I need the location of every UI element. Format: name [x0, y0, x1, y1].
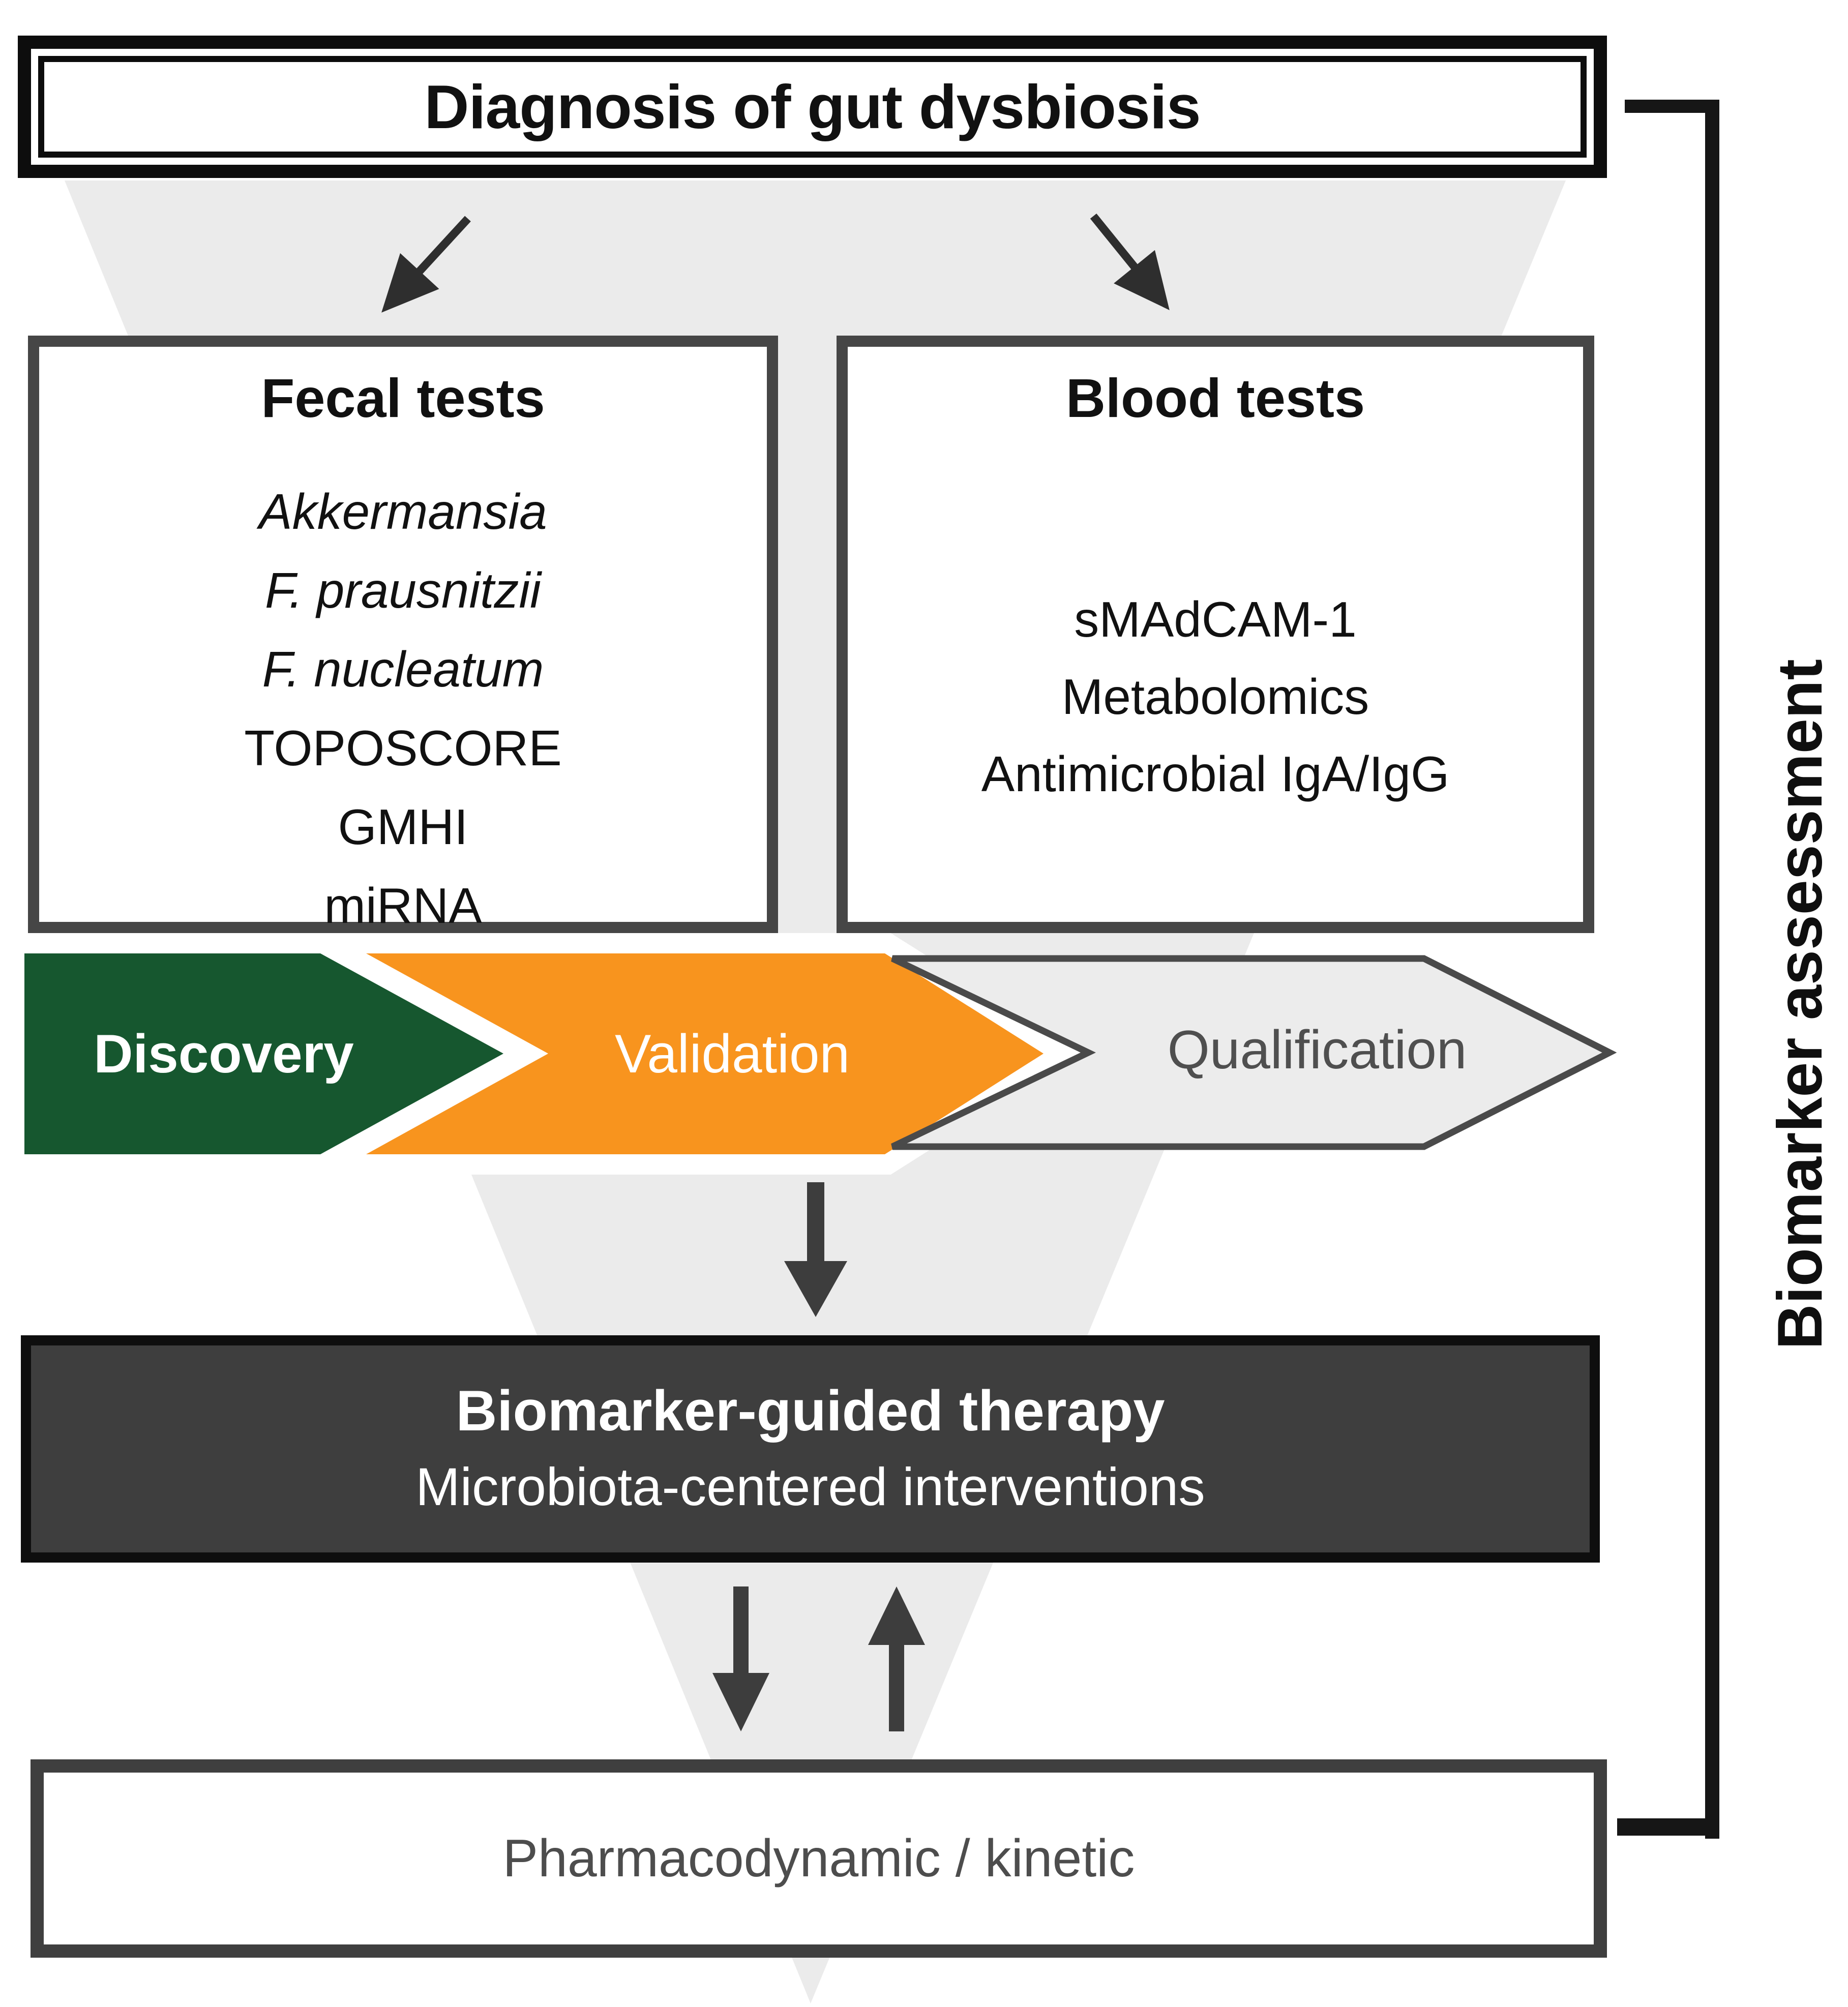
arrow-to-blood-icon — [1090, 213, 1170, 310]
discovery-chevron-shape — [24, 953, 503, 1154]
biomarker-assessment-label: Biomarker assessment — [1765, 659, 1835, 1350]
validation-chevron-shape — [366, 953, 1044, 1154]
stage-label-validation: Validation — [614, 1023, 850, 1084]
arrow-pd-to-therapy-icon — [868, 1586, 925, 1731]
list-item: Antimicrobial IgA/IgG — [981, 746, 1450, 802]
therapy-subtitle: Microbiota-centered interventions — [415, 1457, 1205, 1517]
list-item: F. prausnitzii — [265, 562, 541, 618]
list-item: TOPOSCORE — [244, 720, 562, 776]
fecal-tests-box: Fecal tests Akkermansia F. prausnitzii F… — [28, 336, 778, 934]
pharmacodynamic-box: Pharmacodynamic / kinetic — [31, 1759, 1607, 1958]
list-item: sMAdCAM-1 — [1074, 591, 1357, 647]
therapy-title: Biomarker-guided therapy — [456, 1379, 1165, 1443]
list-item: Metabolomics — [1061, 669, 1369, 725]
arrow-to-fecal-icon — [381, 216, 471, 313]
biomarker-assessment-bracket — [1617, 100, 1719, 1839]
arrow-to-therapy-icon — [784, 1182, 847, 1317]
fecal-tests-list: Akkermansia F. prausnitzii F. nucleatum … — [244, 472, 561, 945]
blood-tests-list: sMAdCAM-1 Metabolomics Antimicrobial IgA… — [981, 581, 1449, 813]
blood-tests-box: Blood tests sMAdCAM-1 Metabolomics Antim… — [837, 336, 1594, 933]
stage-label-discovery: Discovery — [94, 1023, 354, 1084]
list-item: Akkermansia — [259, 484, 547, 540]
qualification-chevron-shape — [891, 955, 1617, 1150]
fecal-tests-title: Fecal tests — [261, 367, 545, 429]
diagnosis-box: Diagnosis of gut dysbiosis — [18, 36, 1607, 178]
diagnosis-title: Diagnosis of gut dysbiosis — [424, 72, 1201, 141]
list-item: miRNA — [324, 878, 482, 934]
stage-label-qualification: Qualification — [1167, 1019, 1467, 1080]
list-item: F. nucleatum — [262, 641, 544, 697]
arrow-therapy-to-pd-icon — [712, 1586, 769, 1731]
list-item: GMHI — [338, 799, 468, 855]
blood-tests-title: Blood tests — [1065, 367, 1365, 429]
therapy-box: Biomarker-guided therapy Microbiota-cent… — [21, 1335, 1600, 1563]
pharmacodynamic-label: Pharmacodynamic / kinetic — [502, 1829, 1135, 1888]
